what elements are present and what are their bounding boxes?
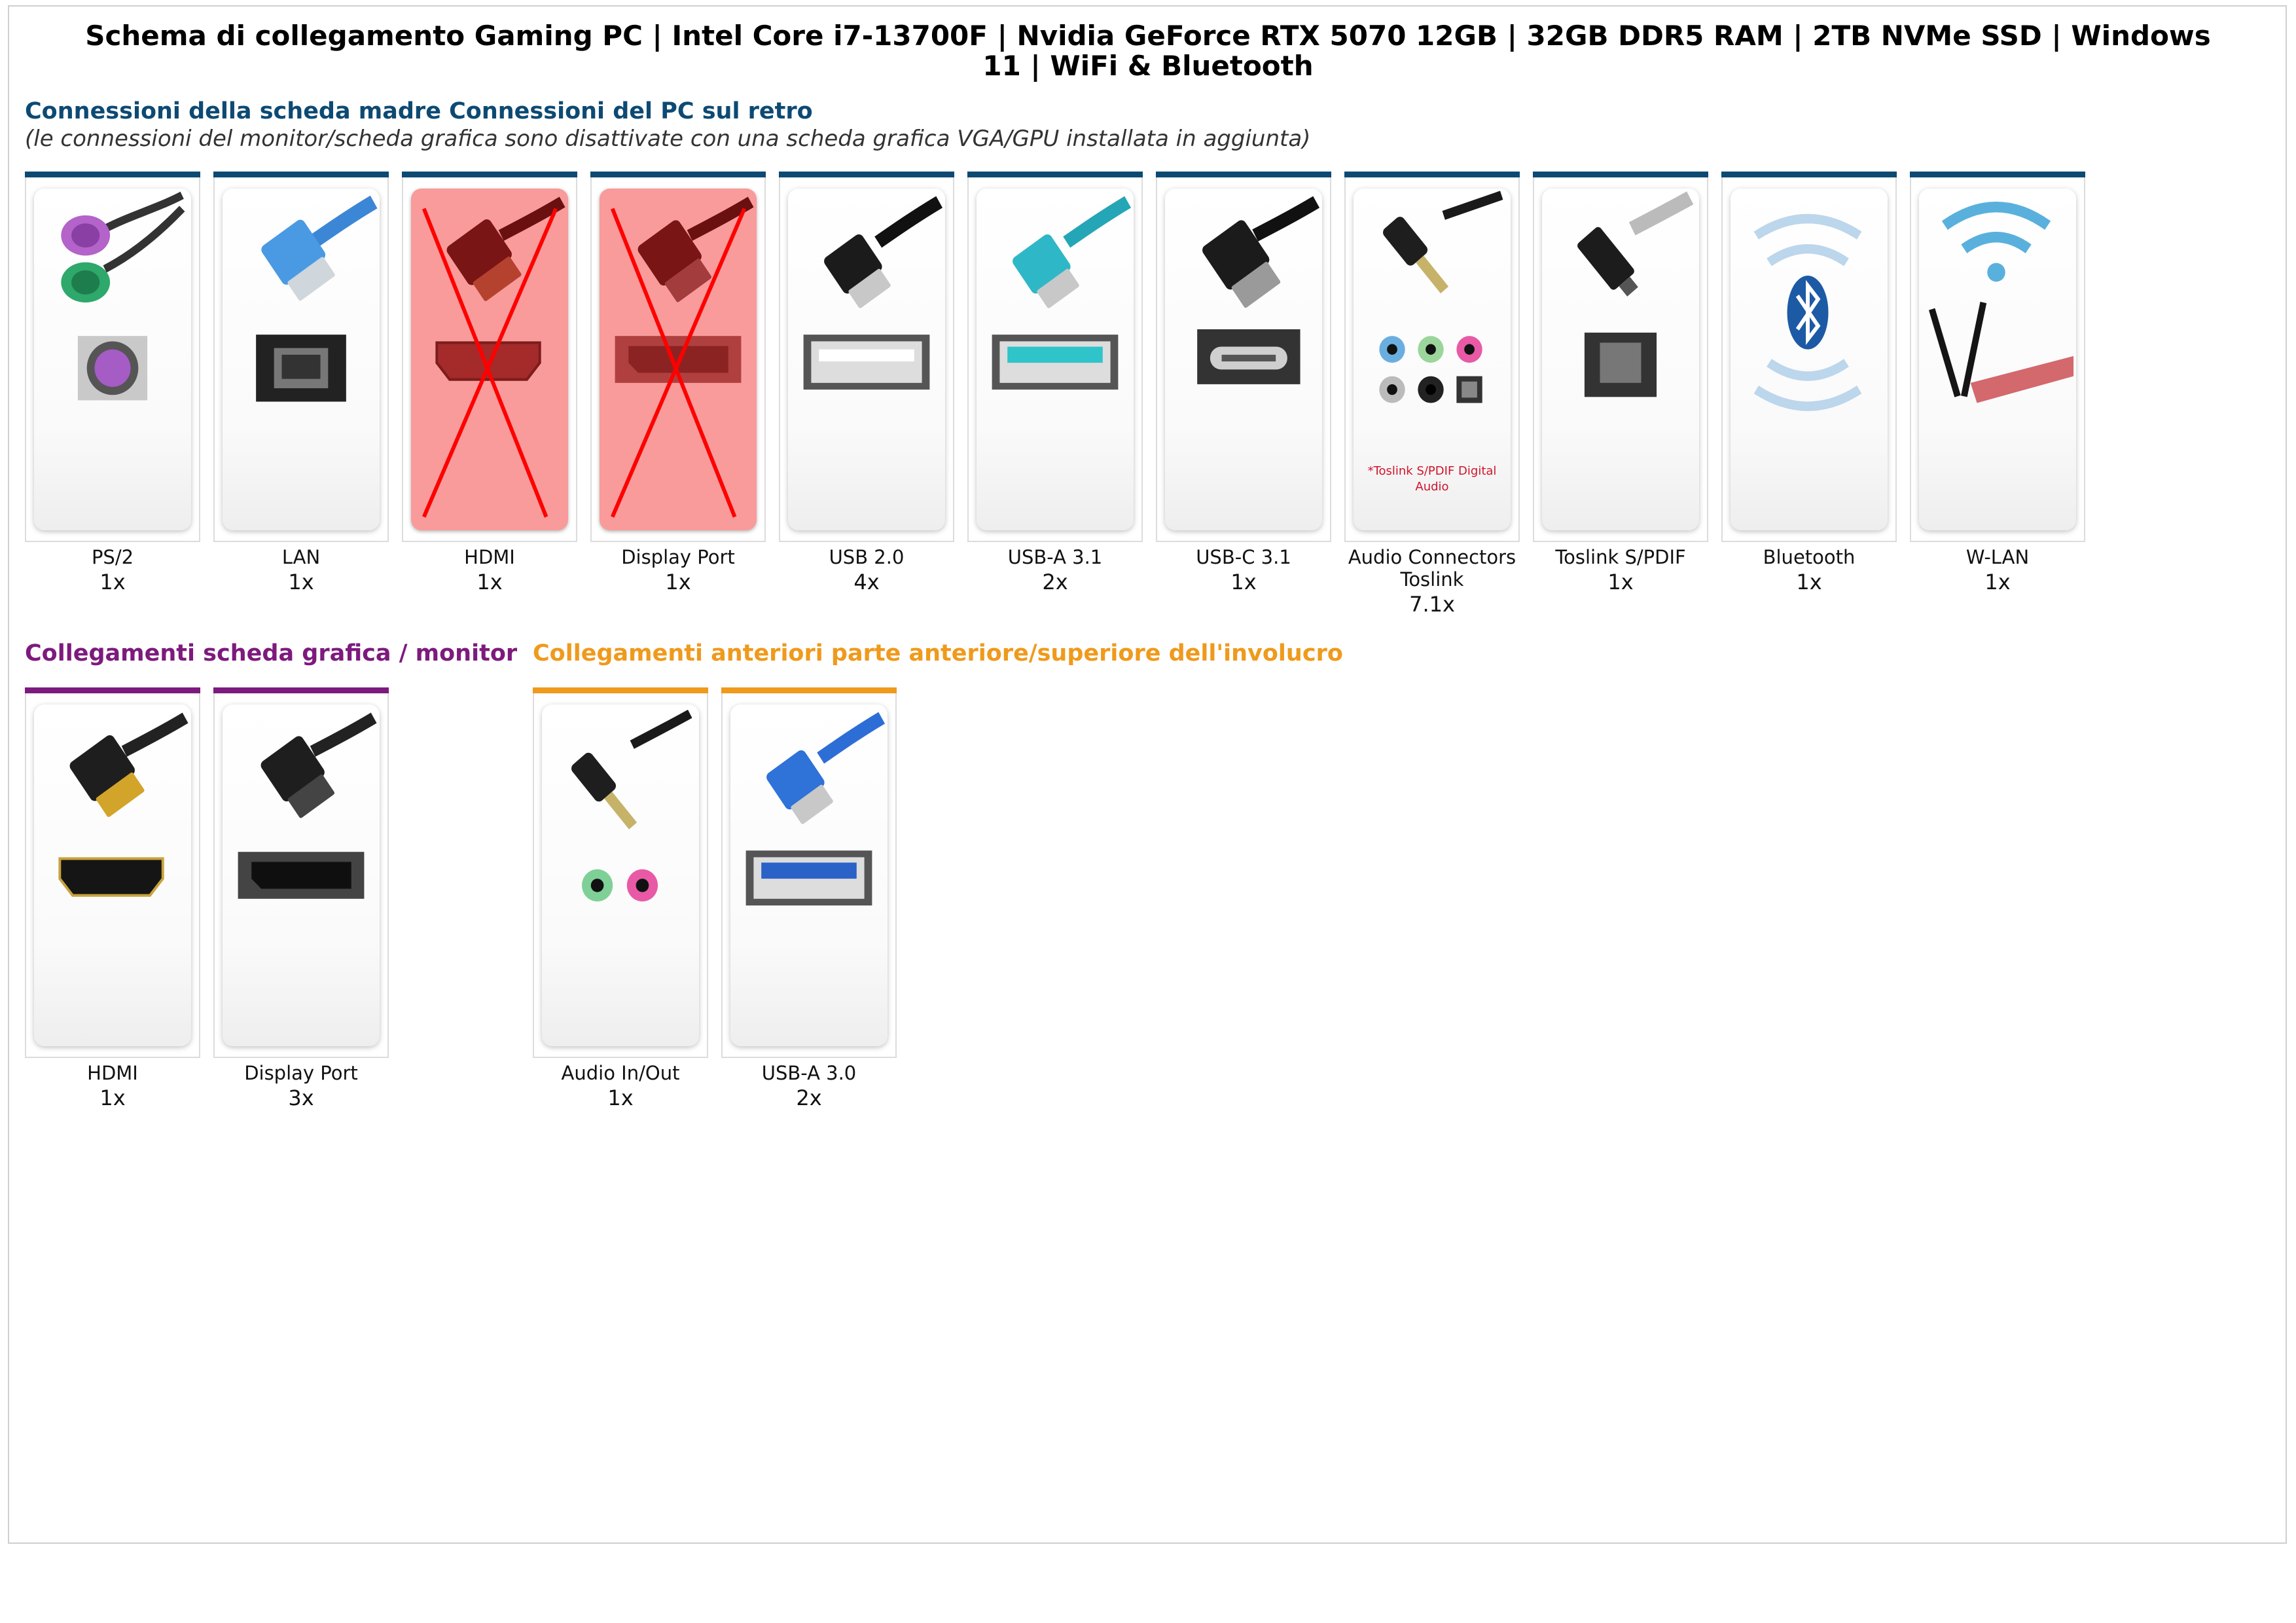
section-color-bar xyxy=(590,172,766,177)
rj45-connector-icon xyxy=(256,195,378,402)
port-card xyxy=(1910,172,2085,542)
port-card xyxy=(1156,172,1331,542)
port-illustration xyxy=(788,189,945,530)
section-color-bar xyxy=(213,687,389,693)
port-label: Toslink S/PDIF xyxy=(1555,546,1686,568)
front-connections-heading: Collegamenti anteriori parte anteriore/s… xyxy=(533,640,1343,666)
port-label: Display Port xyxy=(621,546,735,568)
section-color-bar xyxy=(1533,172,1708,177)
section-color-bar xyxy=(1344,172,1520,177)
port-count: 2x xyxy=(796,1085,822,1110)
port-label: USB-A 3.1 xyxy=(1007,546,1103,568)
port-illustration xyxy=(977,189,1134,530)
section-color-bar xyxy=(1721,172,1897,177)
port-label: USB-C 3.1 xyxy=(1196,546,1291,568)
port-count: 1x xyxy=(607,1085,634,1110)
port-count: 1x xyxy=(1796,570,1822,594)
port-illustration xyxy=(1731,189,1888,530)
port-count: 3x xyxy=(288,1085,314,1110)
hdmi-connector-icon xyxy=(58,712,188,897)
page-frame xyxy=(8,5,2287,1544)
port-label: Audio Connectors Toslink xyxy=(1348,546,1516,591)
port-card xyxy=(213,687,389,1058)
displayport-connector-icon xyxy=(238,712,377,899)
port-count: 4x xyxy=(853,570,880,594)
port-illustration xyxy=(730,704,888,1046)
port-card xyxy=(533,687,708,1058)
displayport-connector-icon xyxy=(610,196,754,518)
port-illustration xyxy=(1165,189,1322,530)
port-illustration: *Toslink S/PDIF Digital Audio xyxy=(1354,189,1511,530)
port-illustration xyxy=(542,704,699,1046)
port-card xyxy=(1533,172,1708,542)
port-illustration xyxy=(600,189,757,530)
hdmi-connector-icon xyxy=(422,196,565,518)
usb-a-blue-connector-icon xyxy=(745,712,886,906)
port-label: HDMI xyxy=(464,546,515,568)
port-card: *Toslink S/PDIF Digital Audio xyxy=(1344,172,1520,542)
toslink-connector-icon xyxy=(1577,191,1694,397)
usb-a-teal-connector-icon xyxy=(992,196,1132,390)
usb-c-connector-icon xyxy=(1197,196,1320,384)
port-count: 1x xyxy=(1607,570,1634,594)
port-label: USB 2.0 xyxy=(829,546,905,568)
port-label: Display Port xyxy=(244,1062,358,1084)
section-color-bar xyxy=(779,172,954,177)
port-label: LAN xyxy=(281,546,321,568)
section-color-bar xyxy=(1910,172,2085,177)
section-color-bar xyxy=(25,687,200,693)
port-label: USB-A 3.0 xyxy=(761,1062,857,1084)
port-footnote: *Toslink S/PDIF Digital Audio xyxy=(1367,464,1497,494)
port-illustration xyxy=(223,704,380,1046)
port-label: Bluetooth xyxy=(1763,546,1856,568)
bluetooth-icon xyxy=(1753,213,1862,411)
usb-a-connector-icon xyxy=(803,196,943,390)
ps2-connector-icon xyxy=(61,191,185,401)
port-illustration xyxy=(1542,189,1699,530)
section-color-bar xyxy=(213,172,389,177)
port-count: 1x xyxy=(665,570,691,594)
port-label: PS/2 xyxy=(91,546,134,568)
section-color-bar xyxy=(1156,172,1331,177)
port-illustration xyxy=(34,704,191,1046)
port-card xyxy=(402,172,577,542)
port-illustration xyxy=(1919,189,2076,530)
rear-connections-note: (le connessioni del monitor/scheda grafi… xyxy=(25,126,1311,152)
port-label: HDMI xyxy=(87,1062,138,1084)
port-label: W-LAN xyxy=(1965,546,2030,568)
section-color-bar xyxy=(402,172,577,177)
port-card xyxy=(213,172,389,542)
port-card xyxy=(779,172,954,542)
port-card xyxy=(25,172,200,542)
port-illustration xyxy=(34,189,191,530)
port-card xyxy=(25,687,200,1058)
wifi-antenna-icon xyxy=(1928,201,2074,403)
port-count: 1x xyxy=(1230,570,1257,594)
port-card xyxy=(967,172,1143,542)
gpu-connections-heading: Collegamenti scheda grafica / monitor xyxy=(25,640,518,666)
port-illustration xyxy=(411,189,568,530)
section-color-bar xyxy=(967,172,1143,177)
port-count: 7.1x xyxy=(1409,592,1455,617)
port-count: 1x xyxy=(1984,570,2011,594)
port-count: 1x xyxy=(99,570,126,594)
port-count: 1x xyxy=(288,570,314,594)
rear-connections-heading: Connessioni della scheda madre Connessio… xyxy=(25,98,813,124)
port-card xyxy=(590,172,766,542)
section-color-bar xyxy=(25,172,200,177)
section-color-bar xyxy=(721,687,897,693)
audio-jack-connector-icon xyxy=(571,710,692,902)
port-count: 2x xyxy=(1042,570,1068,594)
audio-jack-connector-icon xyxy=(1379,191,1503,403)
port-card xyxy=(1721,172,1897,542)
page-title: Schema di collegamento Gaming PC | Intel… xyxy=(85,20,2211,82)
port-count: 1x xyxy=(99,1085,126,1110)
port-illustration xyxy=(223,189,380,530)
port-count: 1x xyxy=(476,570,503,594)
port-label: Audio In/Out xyxy=(561,1062,680,1084)
section-color-bar xyxy=(533,687,708,693)
port-card xyxy=(721,687,897,1058)
